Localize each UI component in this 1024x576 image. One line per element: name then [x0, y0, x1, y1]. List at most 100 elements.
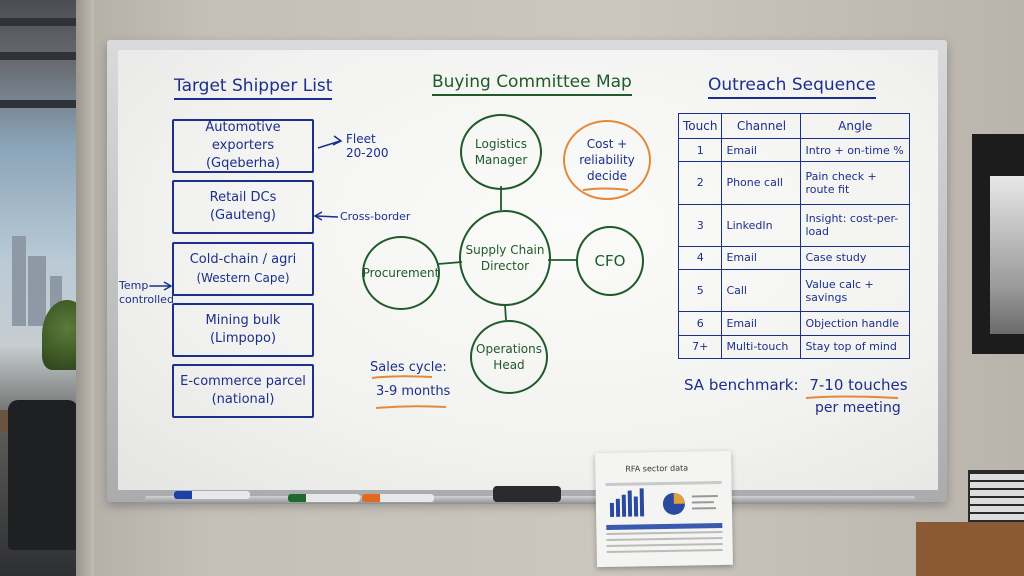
pinned-report: RFA sector data — [595, 450, 733, 568]
touch-cell: 5 — [677, 269, 723, 313]
report-legend-line — [691, 495, 718, 498]
shipper-box-mining: Mining bulk (Limpopo) — [172, 303, 314, 357]
column-header: Touch — [677, 113, 723, 139]
heading-outreach-sequence: Outreach Sequence — [708, 75, 876, 99]
table-row: 5 Call Value calc + savings — [677, 269, 910, 313]
heading-target-shipper-list: Target Shipper List — [174, 76, 333, 100]
note-temp-line1: Temp- — [119, 279, 153, 292]
angle-cell: Insight: cost-per-load — [800, 203, 910, 247]
office-window-view — [0, 0, 94, 576]
angle-cell: Value calc + savings — [800, 269, 910, 313]
shipper-box-retail: Retail DCs (Gauteng) — [172, 180, 314, 234]
shipper-region: (Limpopo) — [209, 331, 277, 346]
sa-benchmark: SA benchmark: 7-10 touches — [684, 376, 908, 394]
shipper-name: Cold-chain / agri — [189, 252, 297, 267]
angle-cell: Stay top of mind — [800, 334, 910, 360]
whiteboard-eraser — [493, 486, 561, 502]
ceiling-beam — [0, 18, 94, 26]
shipper-region: (Gqeberha) — [205, 156, 281, 171]
shipper-name: Retail DCs — [209, 190, 277, 205]
table-row: 7+ Multi-touch Stay top of mind — [677, 334, 910, 360]
shipper-box-ecommerce: E-commerce parcel (national) — [172, 364, 314, 418]
report-bar — [609, 502, 615, 517]
angle-cell: Intro + on-time % — [800, 137, 910, 163]
side-table — [916, 522, 1024, 576]
touch-cell: 1 — [677, 137, 723, 163]
table-row: 2 Phone call Pain check + route fit — [677, 161, 910, 205]
node-logistics-manager: Logistics Manager — [460, 114, 542, 190]
node-label: Procurement — [362, 266, 440, 280]
channel-cell: Email — [721, 311, 802, 336]
green-marker — [288, 494, 360, 502]
note-temp-controlled: Temp- controlled — [119, 279, 174, 307]
angle-cell: Objection handle — [800, 311, 910, 336]
report-bar — [621, 494, 627, 517]
window-frame — [76, 0, 94, 576]
cost-reliability-bubble: Cost + reliability decide — [563, 120, 651, 200]
column-header: Angle — [800, 113, 910, 139]
node-operations-head: Operations Head — [470, 320, 548, 394]
shipper-box-automotive: Automotive exporters (Gqeberha) — [172, 119, 314, 173]
report-legend-line — [691, 507, 717, 510]
node-procurement: Procurement — [362, 236, 440, 310]
report-graphics — [605, 480, 723, 554]
channel-cell: Email — [721, 137, 802, 163]
sales-cycle-value: 3-9 months — [376, 384, 451, 399]
node-label: Manager — [474, 153, 528, 167]
document-tray — [968, 470, 1024, 530]
benchmark-label: SA benchmark: — [684, 376, 799, 394]
office-chair — [8, 400, 78, 550]
node-label: Logistics — [475, 137, 527, 151]
shipper-name: E-commerce parcel — [180, 374, 306, 389]
touch-cell: 4 — [677, 245, 723, 271]
report-table-line — [606, 542, 723, 548]
ceiling-beam — [0, 100, 94, 108]
ceiling-beam — [0, 52, 94, 60]
shipper-region: (Gauteng) — [209, 208, 276, 223]
report-table-line — [606, 548, 723, 554]
note-fleet-line1: Fleet — [346, 132, 376, 146]
touch-cell: 6 — [677, 311, 723, 336]
angle-cell: Case study — [800, 245, 910, 271]
framed-picture-photo — [990, 176, 1024, 334]
bubble-text: reliability — [579, 153, 635, 167]
bubble-text: Cost + — [586, 137, 628, 151]
node-cfo: CFO — [576, 226, 644, 296]
table-row: 6 Email Objection handle — [677, 311, 910, 336]
report-table-line — [606, 536, 723, 542]
benchmark-sub: per meeting — [815, 400, 901, 416]
sales-cycle-label: Sales cycle: — [370, 360, 447, 375]
node-label: Director — [480, 259, 530, 273]
shipper-box-cold-chain: Cold-chain / agri (Western Cape) — [172, 242, 314, 296]
touch-cell: 2 — [677, 161, 723, 205]
channel-cell: Email — [721, 245, 802, 271]
sales-cycle-note: Sales cycle: 3-9 months — [370, 356, 450, 404]
channel-cell: Phone call — [721, 161, 802, 205]
table-row: 1 Email Intro + on-time % — [677, 137, 910, 163]
report-legend-line — [691, 501, 714, 504]
blue-marker — [174, 491, 250, 499]
report-bar — [627, 490, 633, 517]
benchmark-value: 7-10 touches — [809, 376, 908, 394]
channel-cell: Call — [721, 269, 802, 313]
node-supply-chain-director: Supply Chain Director — [459, 210, 551, 306]
node-label: Head — [493, 358, 525, 372]
table-row: 3 LinkedIn Insight: cost-per-load — [677, 203, 910, 247]
heading-buying-committee-map: Buying Committee Map — [432, 72, 632, 96]
shipper-region: (national) — [211, 392, 275, 407]
shipper-name: Automotive exporters — [205, 120, 281, 153]
report-bar — [639, 488, 645, 517]
node-label: Supply Chain — [465, 243, 545, 257]
note-fleet: Fleet 20-200 — [346, 132, 389, 160]
touch-cell: 7+ — [677, 334, 723, 360]
table-row: 4 Email Case study — [677, 245, 910, 271]
report-table-header — [606, 522, 723, 531]
note-cross-border: Cross-border — [340, 210, 411, 223]
table-header-row: Touch Channel Angle — [677, 113, 910, 139]
angle-cell: Pain check + route fit — [800, 161, 910, 205]
shipper-name: Mining bulk — [205, 313, 281, 328]
node-label: CFO — [594, 252, 626, 270]
note-fleet-line2: 20-200 — [346, 146, 389, 160]
channel-cell: LinkedIn — [721, 203, 802, 247]
report-text-line — [605, 480, 722, 487]
